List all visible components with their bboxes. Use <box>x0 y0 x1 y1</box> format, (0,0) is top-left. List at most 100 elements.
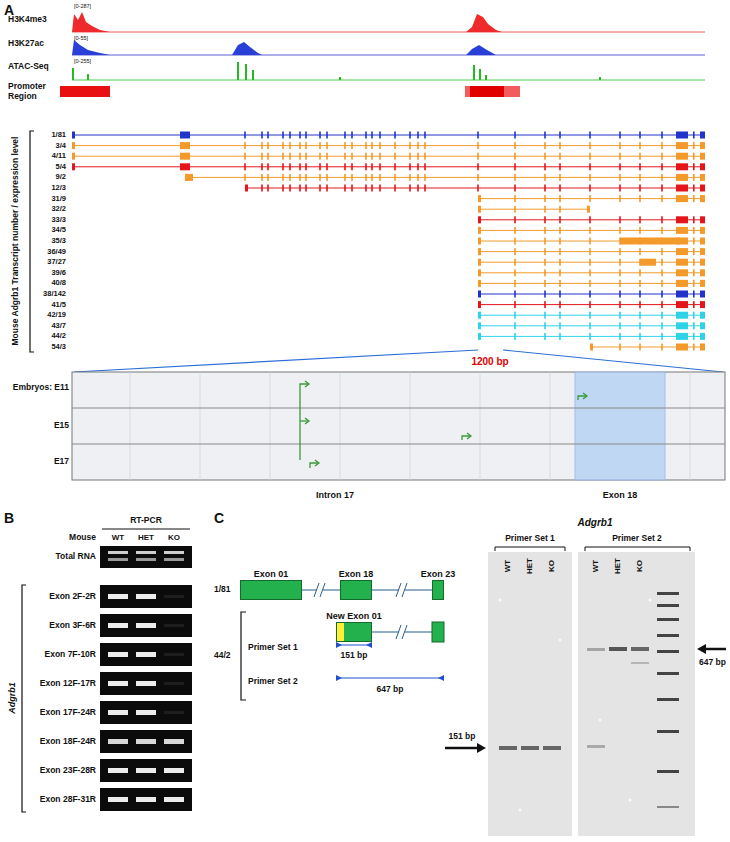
exon-tick <box>661 301 663 308</box>
exon-tick <box>305 132 307 139</box>
exon-tick <box>619 248 621 255</box>
exon-block <box>700 301 705 308</box>
primer-arrows <box>438 675 444 681</box>
exon-tick <box>559 322 561 329</box>
intron-line <box>72 156 705 157</box>
chip-tracks <box>72 12 705 80</box>
text-label: Primer Set 2 <box>248 677 298 687</box>
exon-tick <box>619 153 621 160</box>
inset-browser <box>72 372 725 480</box>
exon-tick <box>559 216 561 223</box>
exon-tick <box>619 269 621 276</box>
exon-tick <box>477 153 479 160</box>
exon-block <box>700 280 705 287</box>
exon-block <box>700 216 705 223</box>
exon-block <box>676 259 688 266</box>
pcr-gel-photo <box>657 698 679 701</box>
gel-band <box>108 768 128 773</box>
exon-tick <box>544 142 546 149</box>
text-label: E15 <box>54 421 69 431</box>
text-label: 12/3 <box>51 184 66 193</box>
exon-tick <box>559 185 561 192</box>
exon-tick <box>379 132 381 139</box>
exon-tick <box>424 174 426 181</box>
exon-tick <box>72 153 75 160</box>
gel-band <box>136 594 156 599</box>
exon-tick <box>693 153 695 160</box>
pcr-gel-photo <box>690 547 691 551</box>
exon-tick <box>267 132 269 139</box>
intron-line <box>478 230 705 231</box>
exon-block <box>700 227 705 234</box>
text-label: 54/3 <box>51 343 66 352</box>
exon-tick <box>478 195 481 202</box>
intron-line <box>478 315 705 316</box>
exon-block <box>676 216 688 223</box>
exon-tick <box>282 163 284 170</box>
exon-tick <box>379 174 381 181</box>
exon-box: Exon 23 <box>432 580 444 600</box>
exon-tick <box>394 174 396 181</box>
exon-tick <box>639 248 641 255</box>
exon-tick <box>559 195 561 202</box>
exon-tick <box>299 132 301 139</box>
text-label: 38/142 <box>43 290 66 299</box>
exon-tick <box>693 132 695 139</box>
exon-tick <box>619 280 621 287</box>
text-label: Exon 28F-31R <box>40 795 96 805</box>
exon-tick <box>544 312 546 319</box>
pcr-gel-photo <box>477 743 486 753</box>
text-label: 647 bp <box>699 658 726 668</box>
text-label: E17 <box>54 457 69 467</box>
exon-tick <box>589 301 591 308</box>
text-label: HET <box>525 558 534 574</box>
exon-tick <box>305 163 307 170</box>
chip-tracks <box>339 77 341 80</box>
exon-tick <box>544 195 546 202</box>
exon-tick <box>559 238 561 245</box>
exon-tick <box>305 185 307 192</box>
exon-tick <box>344 163 346 170</box>
exon-tick <box>559 312 561 319</box>
exon-tick <box>544 227 546 234</box>
exon-tick <box>559 142 561 149</box>
exon-tick <box>559 301 561 308</box>
break-marks <box>320 583 325 597</box>
exon-tick <box>351 174 353 181</box>
chip-tracks <box>72 12 110 32</box>
exon-tick <box>305 174 307 181</box>
exon-tick <box>693 269 695 276</box>
gel-image <box>100 643 192 666</box>
exon-box: New Exon 01 <box>336 622 372 642</box>
exon-tick <box>693 195 695 202</box>
inset-browser <box>270 372 271 480</box>
exon-tick <box>544 216 546 223</box>
primer-arrows <box>336 642 444 681</box>
gel-band <box>136 623 156 628</box>
primer-arrows <box>336 677 444 678</box>
exon-tick <box>417 153 419 160</box>
exon-tick <box>559 132 561 139</box>
exon-block <box>676 301 688 308</box>
inset-browser <box>200 372 201 480</box>
gel-band <box>108 710 128 715</box>
text-label: Exon 2F-2R <box>49 592 96 602</box>
exon-tick <box>693 301 695 308</box>
intron-line <box>478 219 705 220</box>
exon-block <box>676 153 688 160</box>
exon-tick <box>661 153 663 160</box>
intron-line <box>72 166 705 167</box>
exon-tick <box>661 227 663 234</box>
gel-image <box>100 672 192 695</box>
exon-tick <box>693 216 695 223</box>
exon-box: Exon 18 <box>340 580 372 600</box>
exon-tick <box>514 291 516 298</box>
exon-tick <box>299 185 301 192</box>
exon-tick <box>514 322 516 329</box>
exon-tick <box>477 132 479 139</box>
pcr-gel-photo <box>631 662 649 664</box>
exon-tick <box>289 142 291 149</box>
